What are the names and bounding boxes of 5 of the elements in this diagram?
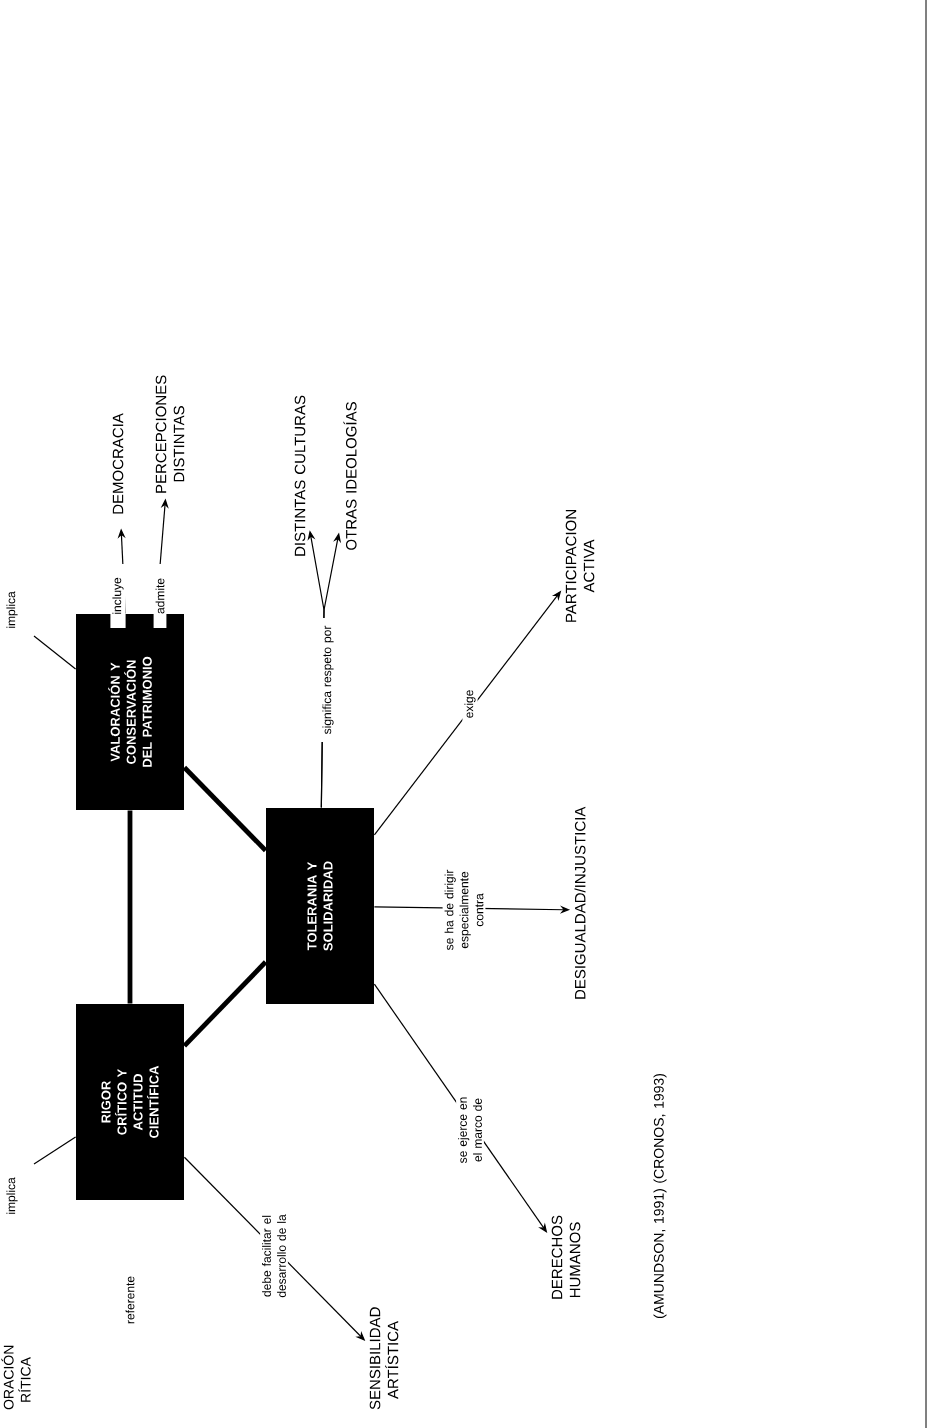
connector-line <box>127 810 133 1004</box>
connector-line <box>33 1136 77 1165</box>
connector-line <box>182 765 268 853</box>
connector-line <box>182 960 268 1048</box>
connector-line <box>33 635 77 670</box>
